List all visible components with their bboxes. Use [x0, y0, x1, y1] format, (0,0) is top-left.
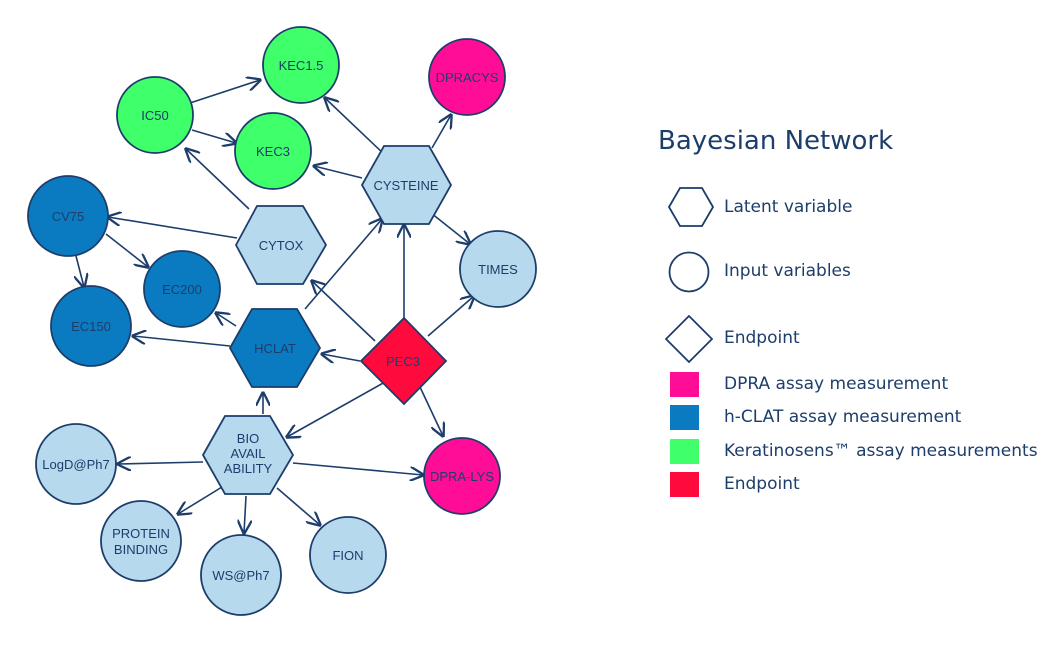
edge-pec3-bioavailability — [287, 381, 386, 437]
legend-hclat-label: h-CLAT assay measurement — [724, 407, 962, 427]
hexagon-icon — [668, 187, 714, 227]
node-fion[interactable]: FION — [309, 516, 387, 594]
node-bioavailability-line1: BIO — [237, 431, 259, 446]
node-ec200-label: EC200 — [162, 282, 202, 297]
edge-pec3-hclat — [322, 354, 361, 361]
node-hclat[interactable]: HCLAT — [228, 308, 322, 388]
node-kec15-label: KEC1.5 — [279, 58, 324, 73]
edge-pec3-times — [427, 296, 474, 337]
edge-cv75-ec200 — [105, 233, 148, 267]
node-ws[interactable]: WS@Ph7 — [200, 534, 282, 616]
node-times[interactable]: TIMES — [459, 230, 537, 308]
node-cysteine[interactable]: CYSTEINE — [360, 145, 453, 225]
node-protein-binding[interactable]: PROTEIN BINDING — [100, 500, 182, 582]
edge-cysteine-times — [430, 212, 470, 244]
node-bioavailability-line3: ABILITY — [224, 461, 273, 476]
edge-bioavailability-protein — [178, 486, 223, 514]
legend-dpra-label: DPRA assay measurement — [724, 374, 949, 394]
edge-cysteine-dpracys — [431, 115, 451, 149]
keratinosens-swatch — [670, 439, 699, 464]
node-ec200[interactable]: EC200 — [143, 250, 221, 328]
edge-bioavailability-fion — [276, 487, 320, 525]
edge-cysteine-kec3 — [314, 166, 363, 179]
node-cytox-label: CYTOX — [259, 238, 304, 253]
node-kec3[interactable]: KEC3 — [234, 112, 312, 190]
node-ec150[interactable]: EC150 — [50, 285, 132, 367]
diamond-icon — [665, 315, 713, 363]
dpra-swatch — [670, 372, 699, 397]
endpoint-swatch — [670, 472, 699, 497]
legend-latent-label: Latent variable — [724, 197, 853, 217]
edge-ic50-kec15 — [189, 80, 260, 104]
legend-endpoint-shape-label: Endpoint — [724, 328, 800, 348]
hclat-swatch — [670, 405, 699, 430]
node-dpralys-label: DPRA-LYS — [430, 469, 494, 484]
node-protein-binding-line2: BINDING — [114, 542, 168, 557]
node-ec150-label: EC150 — [71, 319, 111, 334]
nodes: KEC1.5 DPRACYS IC50 KEC3 CYSTEINE CV75 — [27, 26, 537, 616]
edge-hclat-ec150 — [133, 336, 231, 347]
node-ic50[interactable]: IC50 — [116, 76, 194, 154]
bayesian-network-diagram: KEC1.5 DPRACYS IC50 KEC3 CYSTEINE CV75 — [27, 26, 537, 616]
legend-keratinosens-label: Keratinosens™ assay measurements — [724, 441, 1038, 461]
node-cytox[interactable]: CYTOX — [234, 205, 328, 285]
node-times-label: TIMES — [478, 262, 518, 277]
node-pec3-label: PEC3 — [386, 354, 420, 369]
edge-bioavailability-logd — [118, 462, 204, 464]
node-cv75-label: CV75 — [52, 209, 85, 224]
node-protein-binding-line1: PROTEIN — [112, 526, 170, 541]
edge-ic50-kec3 — [191, 129, 236, 143]
legend-input-label: Input variables — [724, 261, 851, 281]
node-dpracys[interactable]: DPRACYS — [428, 38, 506, 116]
node-bioavailability-line2: AVAIL — [231, 446, 266, 461]
node-ic50-label: IC50 — [141, 108, 168, 123]
node-pec3[interactable]: PEC3 — [359, 316, 448, 406]
legend-title: Bayesian Network — [658, 126, 894, 156]
edge-cytox-ic50 — [186, 149, 250, 210]
edge-cysteine-kec15 — [325, 98, 387, 157]
edge-bioavailability-dpralys — [292, 462, 423, 475]
edge-cv75-ec150 — [76, 255, 84, 287]
legend-endpoint-color-label: Endpoint — [724, 474, 800, 494]
node-kec15[interactable]: KEC1.5 — [262, 26, 340, 104]
node-cv75[interactable]: CV75 — [27, 175, 109, 257]
node-hclat-label: HCLAT — [254, 341, 296, 356]
node-kec3-label: KEC3 — [256, 144, 290, 159]
node-cysteine-label: CYSTEINE — [373, 178, 438, 193]
node-fion-label: FION — [332, 548, 363, 563]
node-ws-label: WS@Ph7 — [212, 568, 269, 583]
node-dpralys[interactable]: DPRA-LYS — [423, 437, 501, 515]
edge-pec3-cytox — [312, 281, 376, 342]
node-logd[interactable]: LogD@Ph7 — [35, 423, 117, 505]
node-bioavailability[interactable]: BIO AVAIL ABILITY — [201, 415, 295, 495]
node-dpracys-label: DPRACYS — [436, 70, 499, 85]
circle-icon — [668, 251, 710, 293]
node-logd-label: LogD@Ph7 — [42, 457, 109, 472]
edge-cytox-cv75 — [108, 217, 238, 239]
edge-pec3-dpralys — [419, 386, 443, 436]
edge-bioavailability-ws — [244, 495, 246, 533]
edge-hclat-ec200 — [216, 313, 237, 327]
edges — [76, 80, 474, 533]
